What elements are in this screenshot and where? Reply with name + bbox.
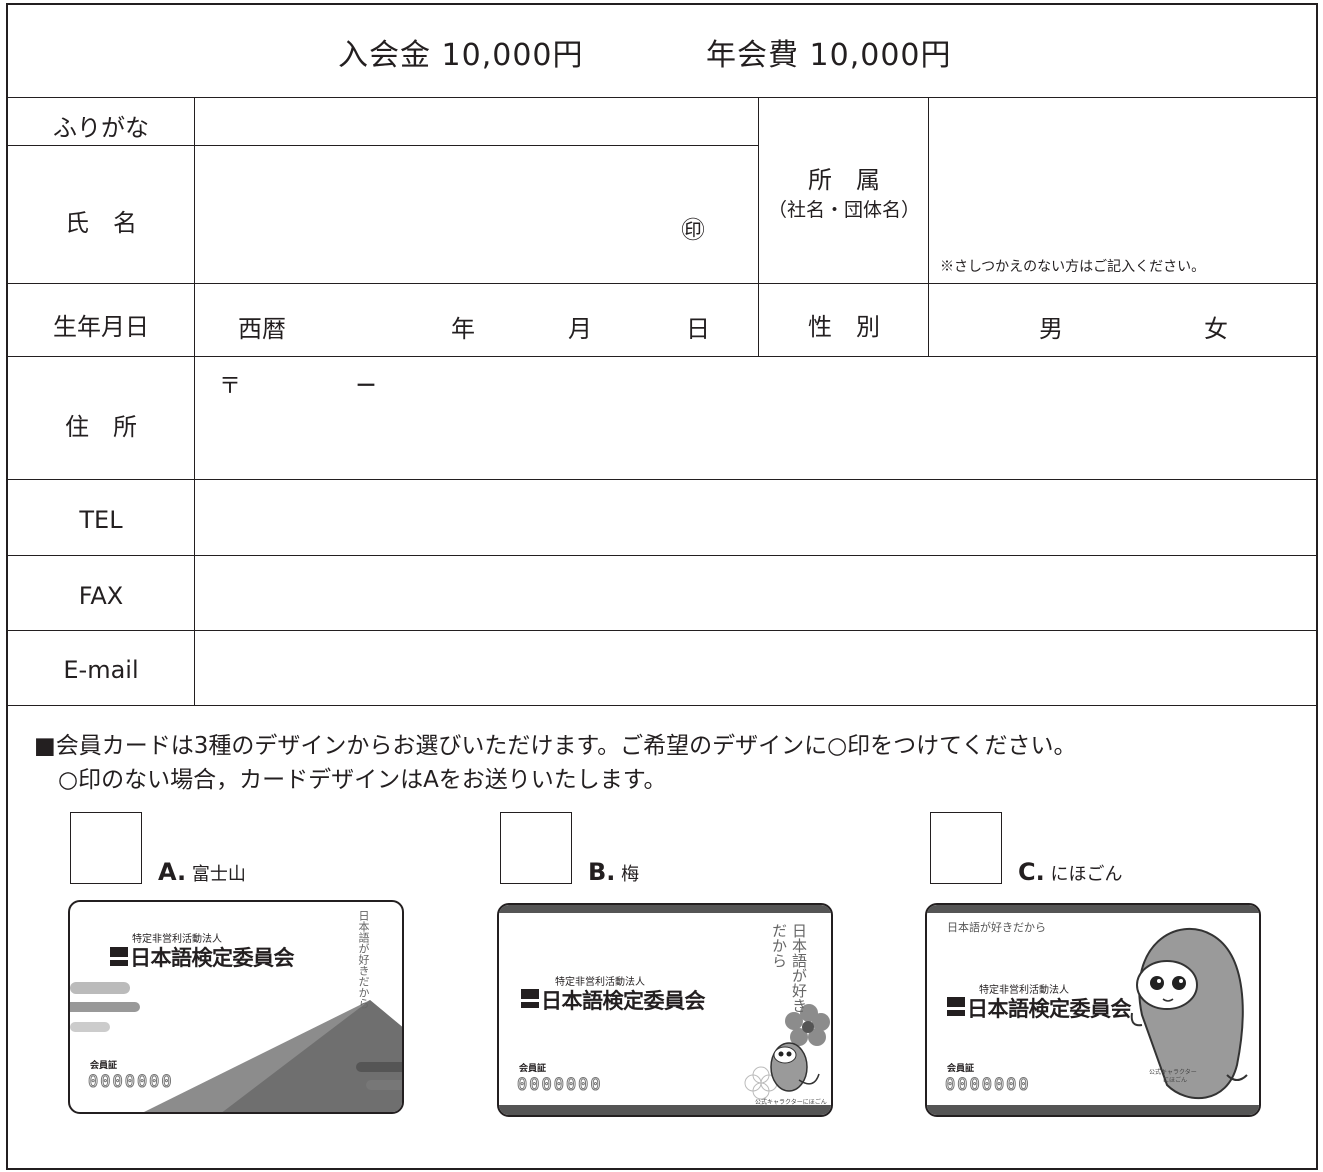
- name-label: 氏 名: [65, 209, 137, 237]
- card-c-name: 日本語検定委員会: [967, 997, 1132, 1021]
- form-frame: [6, 3, 1318, 1170]
- gender-female-option[interactable]: 女: [1204, 315, 1228, 343]
- card-b-member-label: 会員証: [519, 1064, 547, 1074]
- card-c-caption2: にほごん: [1163, 1077, 1188, 1084]
- card-a-logo-icon: [110, 947, 128, 957]
- nihogon-illustration: [927, 905, 1259, 1115]
- card-b-number: 0000000: [517, 1075, 603, 1096]
- card-a-label: A. 富士山: [158, 858, 246, 886]
- affiliation-field[interactable]: [930, 99, 1316, 282]
- gender-male-option[interactable]: 男: [1039, 315, 1063, 343]
- affiliation-sublabel: （社名・団体名）: [767, 199, 920, 221]
- tel-label: TEL: [79, 506, 123, 534]
- email-label: E-mail: [63, 656, 139, 684]
- card-a-name: 日本語検定委員会: [130, 946, 295, 970]
- fax-field[interactable]: [196, 557, 1316, 629]
- card-b-preview[interactable]: 特定非営利活動法人 日本語検定委員会 日本語が好きだから 会員証 0000000…: [497, 903, 833, 1117]
- card-a-checkbox[interactable]: [70, 812, 142, 884]
- card-c-member-label: 会員証: [947, 1064, 975, 1074]
- card-a-org: 特定非営利活動法人: [132, 934, 222, 945]
- year-label: 年: [451, 315, 475, 343]
- entry-fee: 入会金 10,000円: [338, 38, 584, 73]
- furigana-field[interactable]: [196, 99, 756, 144]
- card-c-checkbox[interactable]: [930, 812, 1002, 884]
- tel-field[interactable]: [196, 481, 1316, 554]
- name-field[interactable]: [196, 147, 756, 282]
- annual-fee: 年会費 10,000円: [706, 38, 952, 73]
- card-notice-line1: ■会員カードは3種のデザインからお選びいただけます。ご希望のデザインに○印をつけ…: [34, 733, 1077, 759]
- affiliation-note: ※さしつかえのない方はご記入ください。: [940, 259, 1206, 275]
- card-c-slogan: 日本語が好きだから: [947, 921, 1046, 934]
- plum-illustration: [499, 905, 831, 1115]
- card-b-org: 特定非営利活動法人: [555, 977, 645, 988]
- card-c-caption1: 公式キャラクター: [1149, 1069, 1197, 1076]
- address-label: 住 所: [65, 413, 137, 441]
- card-a-preview[interactable]: 特定非営利活動法人 日本語検定委員会 日本語が好きだから 会員証 0000000: [68, 900, 404, 1114]
- card-b-name: 日本語検定委員会: [541, 989, 706, 1013]
- card-c-logo-icon-bar: [947, 1010, 965, 1016]
- birthdate-label: 生年月日: [53, 313, 149, 341]
- card-notice-line2: ○印のない場合，カードデザインはAをお送りいたします。: [58, 767, 667, 793]
- card-c-label: C. にほごん: [1018, 858, 1123, 886]
- seal-mark: ㊞: [681, 216, 705, 244]
- postal-dash: －: [355, 374, 378, 399]
- card-c-number: 0000000: [945, 1075, 1031, 1096]
- affiliation-label: 所 属: [808, 166, 880, 194]
- card-c-preview[interactable]: 日本語が好きだから 特定非営利活動法人 日本語検定委員会 会員証 0000000…: [925, 903, 1261, 1117]
- era-label: 西暦: [238, 315, 286, 343]
- furigana-label: ふりがな: [53, 114, 149, 142]
- card-b-caption: 公式キャラクターにほごん: [755, 1099, 827, 1106]
- card-a-logo-icon-bar: [110, 960, 128, 966]
- card-c-logo-icon: [947, 997, 965, 1007]
- gender-label: 性 別: [808, 313, 880, 341]
- card-b-label: B. 梅: [588, 858, 640, 886]
- card-a-slogan: 日本語が好きだから: [357, 910, 370, 1009]
- postal-mark: 〒: [219, 374, 242, 399]
- card-a-member-label: 会員証: [90, 1061, 118, 1071]
- card-b-logo-icon-bar: [521, 1002, 539, 1008]
- email-field[interactable]: [196, 632, 1316, 704]
- card-b-checkbox[interactable]: [500, 812, 572, 884]
- address-field[interactable]: [196, 358, 1316, 478]
- card-b-logo-icon: [521, 989, 539, 999]
- card-a-number: 0000000: [88, 1072, 174, 1093]
- fax-label: FAX: [78, 582, 124, 610]
- month-label: 月: [568, 315, 592, 343]
- day-label: 日: [686, 315, 710, 343]
- card-b-slogan: 日本語が好きだから: [770, 923, 808, 1013]
- fuji-illustration: [70, 982, 402, 1112]
- card-c-org: 特定非営利活動法人: [979, 985, 1069, 996]
